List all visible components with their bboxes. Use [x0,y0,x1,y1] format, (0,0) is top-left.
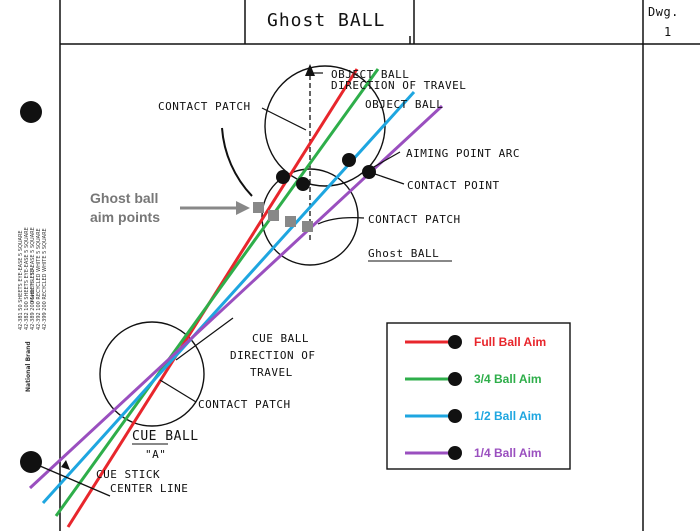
contact-patch-ghost-label: CONTACT PATCH [368,213,461,226]
cue-ball-a-label: "A" [145,448,166,461]
aim-line-half-ball [41,90,416,505]
aiming-point-arc-label: AIMING POINT ARC [406,147,520,160]
drawing-frame [59,0,700,531]
object-ball-direction-label-1: OBJECT BALL [331,68,409,81]
svg-text:42-392 100 RECYCLED WHITE 5 SQ: 42-392 100 RECYCLED WHITE 5 SQUARE [36,228,42,330]
binder-hole-top [20,101,42,123]
cue-ball [99,321,205,427]
contact-patch-top-label: CONTACT PATCH [158,100,251,113]
drawing-number-label: Dwg. [648,5,679,19]
cue-stick-center-line [39,465,111,497]
cue-ball-label: CUE BALL [132,429,199,444]
contact-point-three-quarter [296,177,310,191]
cue-stick-label-1: CUE STICK [96,468,160,481]
svg-text:42-381 50 SHEETS EYE-EASE 5 SQ: 42-381 50 SHEETS EYE-EASE 5 SQUARE [18,230,24,330]
svg-text:42-382 100 SHEETS EYE-EASE 5 S: 42-382 100 SHEETS EYE-EASE 5 SQUARE [24,227,30,330]
contact-point-quarter [362,165,376,179]
object-ball-label: OBJECT BALL [365,98,443,111]
contact-point-half [342,153,356,167]
cue-direction-label-3: TRAVEL [250,366,293,379]
contact-point-full [276,170,290,184]
ghost-ball-label: Ghost BALL [368,247,439,260]
legend-label-quarter-ball: 1/4 Ball Aim [474,446,542,460]
legend-dot-full-ball [448,335,462,349]
title: Ghost BALL [267,10,385,31]
aim-line-three-quarter [54,68,380,517]
binder-hole-bottom [20,451,42,473]
legend-label-three-quarter: 3/4 Ball Aim [474,372,542,386]
pad-printing: 42-381 50 SHEETS EYE-EASE 5 SQUARE 42-38… [18,227,48,330]
legend-label-full-ball: Full Ball Aim [474,335,546,349]
ghost-aim-point-three-quarter [268,210,279,221]
ghost-aim-label-1: Ghost ball [90,190,158,206]
contact-patch-cue-label: CONTACT PATCH [198,398,291,411]
pad-brand: National Brand [25,341,32,392]
svg-text:42-399 200 RECYCLED WHITE 5 SQ: 42-399 200 RECYCLED WHITE 5 SQUARE [42,228,48,330]
legend-dot-half-ball [448,409,462,423]
legend-dot-quarter-ball [448,446,462,460]
cue-stick-label-2: CENTER LINE [110,482,188,495]
object-ball-direction-arrowhead [305,64,315,76]
legend-dot-three-quarter [448,372,462,386]
svg-text:42-389 200 SHEETS EYE-EASE 5 S: 42-389 200 SHEETS EYE-EASE 5 SQUARE [30,227,36,330]
ghost-aim-point-quarter [302,221,313,232]
legend: Full Ball Aim 3/4 Ball Aim 1/2 Ball Aim 1/4… [386,322,571,470]
cue-direction-label-1: CUE BALL [252,332,309,345]
legend-box [386,322,571,470]
aiming-point-arc [221,127,253,197]
ghost-aim-label-2: aim points [90,209,160,225]
ghost-aim-point-half [285,216,296,227]
leader-lines [159,72,405,403]
legend-label-half-ball: 1/2 Ball Aim [474,409,542,423]
object-ball-direction-label-2: DIRECTION OF TRAVEL [331,79,466,92]
ghost-aim-point-full [253,202,264,213]
cue-direction-label-2: DIRECTION OF [230,349,315,362]
drawing-number-value: 1 [664,25,672,39]
pad-made-in: Made in U.S.A. [30,265,36,302]
contact-point-label: CONTACT POINT [407,179,500,192]
